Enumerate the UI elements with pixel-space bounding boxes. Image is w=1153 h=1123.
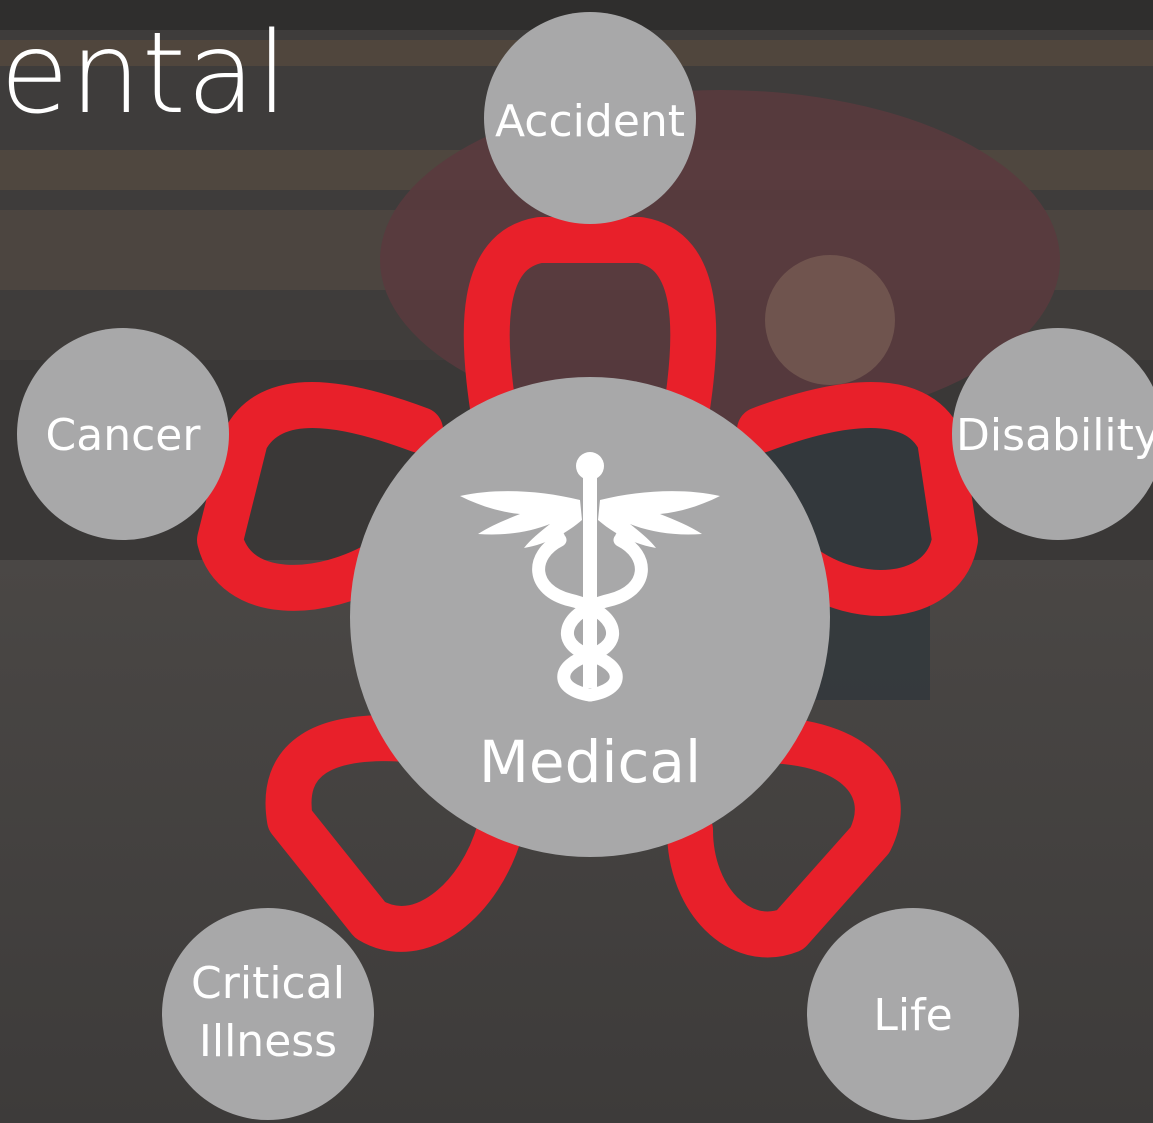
- satellite-cancer: Cancer: [17, 328, 229, 540]
- center-label: Medical: [479, 728, 701, 796]
- ribbon-loop-disability: [737, 382, 978, 616]
- satellite-accident: Accident: [484, 12, 696, 224]
- ribbon-loop-accident: [463, 217, 717, 443]
- satellite-life: Life: [807, 908, 1019, 1120]
- ribbon-loop-cancer: [197, 382, 443, 611]
- satellite-critical-illness: Critical Illness: [162, 908, 374, 1120]
- page-title: ental: [0, 9, 289, 139]
- satellite-label-life: Life: [873, 990, 952, 1041]
- satellite-disability: Disability: [952, 328, 1153, 540]
- satellite-label-disability: Disability: [956, 410, 1153, 461]
- satellite-label-accident: Accident: [495, 96, 685, 147]
- caduceus-icon: [460, 452, 720, 702]
- satellite-label-critical: Critical: [191, 958, 345, 1009]
- center-node: Medical: [350, 377, 830, 857]
- satellite-label-cancer: Cancer: [46, 410, 202, 461]
- ribbon-loops: [197, 217, 978, 958]
- ribbon-loop-life: [667, 717, 901, 958]
- satellite-label-illness: Illness: [199, 1016, 337, 1067]
- ribbon-loop-critical-illness: [265, 715, 523, 952]
